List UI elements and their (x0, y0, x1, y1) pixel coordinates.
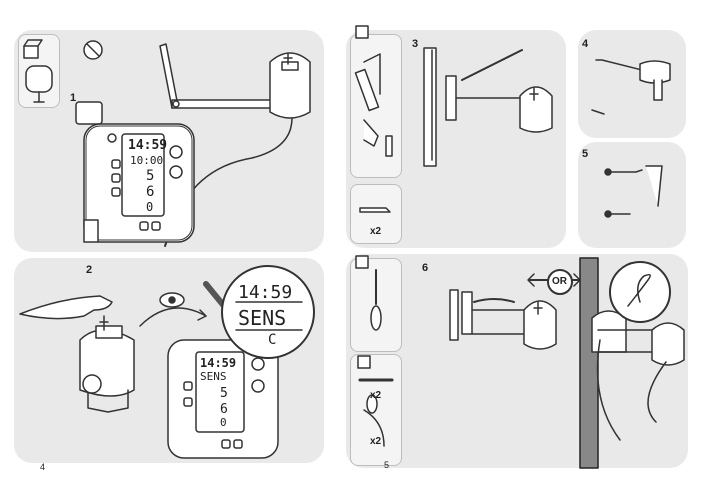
lcd1-line4: 6 (146, 184, 155, 200)
page-number-left: 4 (40, 462, 46, 472)
or-label: OR (552, 276, 567, 287)
step-5-number: 5 (582, 148, 589, 160)
zoom-c: C (268, 332, 277, 348)
lcd1-line2: 10:00 (130, 154, 164, 167)
step-2-number: 2 (86, 264, 93, 276)
qty-ties: x2 (370, 436, 382, 447)
sensor-icon (25, 65, 53, 103)
step-5-panel (578, 142, 686, 248)
lcd1-time: 14:59 (128, 138, 168, 153)
water-timer-2 (167, 339, 279, 459)
step-6-number: 6 (422, 262, 429, 274)
zoom-circle-tie (609, 261, 671, 323)
lcd2-time: 14:59 (200, 356, 237, 370)
or-circle (547, 269, 573, 295)
mounting-scene-6 (449, 269, 581, 350)
tools-icons-6 (355, 255, 394, 447)
box-icon (23, 39, 43, 59)
lcd2-line4: 6 (220, 402, 228, 417)
qty-anchors-a: x2 (370, 226, 382, 237)
step-1-number: 1 (70, 92, 77, 104)
drill-scene-4 (591, 59, 671, 115)
curved-arrow (139, 307, 207, 327)
lcd2-sens: SENS (200, 370, 227, 383)
step-4-number: 4 (582, 38, 589, 50)
water-timer-1 (75, 101, 195, 243)
zoom-time: 14:59 (238, 282, 293, 303)
lcd2-line5: 0 (220, 416, 227, 429)
rain-sensor (269, 52, 311, 119)
lcd2-line3: 5 (220, 386, 228, 401)
screw-scene-5 (604, 165, 663, 218)
post-mount-scene (579, 257, 685, 469)
sensor-bracket (159, 43, 293, 109)
step-4-panel (578, 30, 686, 138)
rain-sensor-2 (79, 315, 135, 413)
hand-icon (19, 295, 113, 320)
qty-anchors-b: x2 (370, 390, 382, 401)
tools-icons-3 (354, 25, 393, 213)
step-3-number: 3 (412, 38, 419, 50)
page-number-right: 5 (384, 460, 390, 470)
lcd1-line3: 5 (146, 168, 155, 184)
anchors-box-3 (350, 184, 402, 244)
zoom-circle (221, 265, 315, 359)
zoom-sens: SENS (238, 306, 287, 330)
lcd1-line5: 0 (146, 200, 154, 214)
wall-bracket-scene-3 (423, 47, 553, 167)
